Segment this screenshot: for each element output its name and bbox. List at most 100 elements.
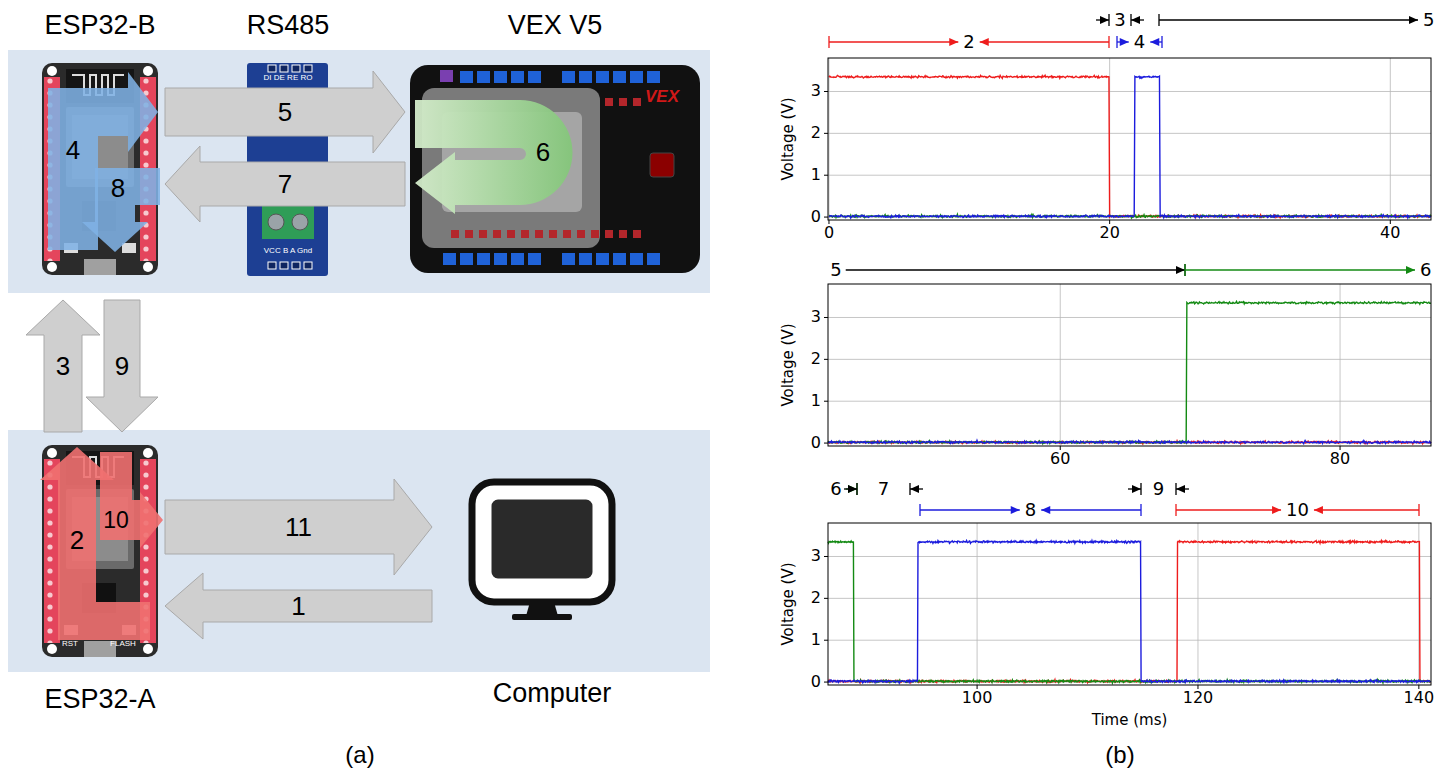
grid-line (828, 317, 1431, 318)
interval-number: 10 (1286, 501, 1309, 519)
tick-mark (824, 598, 828, 599)
tick-label: 1 (811, 393, 821, 409)
panel-label: (a) (345, 743, 374, 767)
voltage-trace (828, 440, 1431, 443)
tick-mark (977, 685, 978, 689)
tick-label: 20 (1099, 225, 1119, 241)
process-arrow (100, 452, 163, 548)
device-node: RS485 DI DE RE RO VCC B A Gnd (238, 4, 338, 300)
interval-marker (1159, 19, 1418, 20)
board-marking: VEX (645, 88, 679, 107)
grid-line (828, 317, 1431, 443)
grid-line (828, 133, 1431, 134)
vex-brain (440, 70, 453, 82)
device-node: ESP32-ARSTFLASH (35, 432, 165, 722)
voltage-trace (829, 76, 1431, 218)
interval-marker (1176, 485, 1185, 493)
interval-marker (949, 38, 958, 46)
voltage-trace (828, 541, 1430, 684)
tick-mark (824, 359, 828, 360)
callout-number: 8 (111, 175, 125, 201)
rs485-board (292, 65, 300, 72)
axis-title: Voltage (V) (781, 563, 796, 646)
tick-label: 80 (1330, 451, 1350, 467)
plot-frame (828, 523, 1431, 685)
axis-title: Time (ms) (1092, 713, 1168, 728)
step-number: 1 (291, 593, 305, 619)
step-number: 5 (278, 99, 292, 125)
tick-mark (824, 91, 828, 217)
computer-icon (472, 482, 612, 620)
rs485-board (292, 262, 300, 269)
callout-number: 6 (536, 139, 550, 165)
interval-marker (1314, 509, 1419, 510)
tick-label: 40 (1380, 225, 1400, 241)
interval-marker (829, 41, 958, 42)
interval-marker (848, 485, 857, 493)
interval-marker (1272, 506, 1281, 514)
voltage-trace (828, 301, 1431, 444)
tick-label: 3 (811, 83, 821, 99)
tick-mark (824, 556, 828, 682)
interval-marker (1409, 16, 1418, 24)
tick-label: 2 (811, 125, 821, 141)
data-flow-arrow (165, 479, 432, 575)
tick-mark (824, 217, 828, 218)
step-number: 3 (56, 353, 70, 379)
device-node: ESP32-B (35, 4, 165, 300)
vex-brain (442, 252, 544, 266)
grid-line (1060, 284, 1061, 446)
tick-mark (824, 401, 828, 402)
interval-marker (1314, 506, 1323, 514)
tick-mark (977, 685, 1419, 689)
grid-line (977, 523, 978, 685)
step-number: 9 (115, 353, 129, 379)
interval-marker (980, 41, 1109, 42)
tick-mark (1109, 220, 1110, 224)
interval-marker (980, 38, 989, 46)
tick-label: 0 (811, 209, 821, 225)
interval-marker (920, 509, 1020, 510)
interval-marker (910, 485, 919, 493)
vex-brain (459, 70, 544, 84)
device-label: Computer (493, 679, 612, 709)
step-number: 11 (285, 514, 312, 540)
tick-mark (824, 133, 828, 134)
board-marking: DI DE RE RO (264, 74, 313, 83)
interval-marker (1100, 16, 1109, 24)
tick-mark (1197, 685, 1198, 689)
voltage-chart (824, 14, 1431, 689)
tick-label: 100 (962, 690, 993, 706)
interval-number: 8 (1025, 501, 1036, 519)
interval-number: 2 (963, 33, 974, 51)
tick-label: 0 (811, 435, 821, 451)
data-flow-arrow (165, 573, 432, 639)
interval-marker (1150, 38, 1159, 46)
tick-mark (824, 317, 828, 318)
data-flow-arrow (86, 300, 158, 432)
device-label: RS485 (247, 11, 330, 41)
rs485-board (262, 205, 314, 239)
interval-number: 6 (830, 480, 841, 498)
tick-mark (1060, 446, 1340, 450)
panel-label: (b) (1105, 743, 1134, 767)
interval-marker (1176, 509, 1281, 510)
tick-label: 1 (811, 167, 821, 183)
board-marking: VCC B A Gnd (264, 247, 312, 256)
computer-icon (472, 482, 612, 602)
plot-frame (828, 58, 1431, 220)
plot-frame (828, 284, 1431, 446)
tick-mark (824, 317, 828, 443)
interval-marker (1132, 485, 1141, 493)
callout-number: 10 (103, 509, 129, 532)
grid-line (828, 640, 1431, 641)
voltage-trace (828, 541, 1430, 683)
tick-label: 0 (811, 674, 821, 690)
axis-title: Voltage (V) (781, 98, 796, 181)
rs485-board (292, 214, 308, 230)
voltage-trace (828, 541, 1430, 684)
interval-marker (1176, 266, 1185, 274)
grid-line (828, 359, 1431, 360)
grid-line (1197, 523, 1198, 685)
tick-mark (828, 220, 829, 224)
